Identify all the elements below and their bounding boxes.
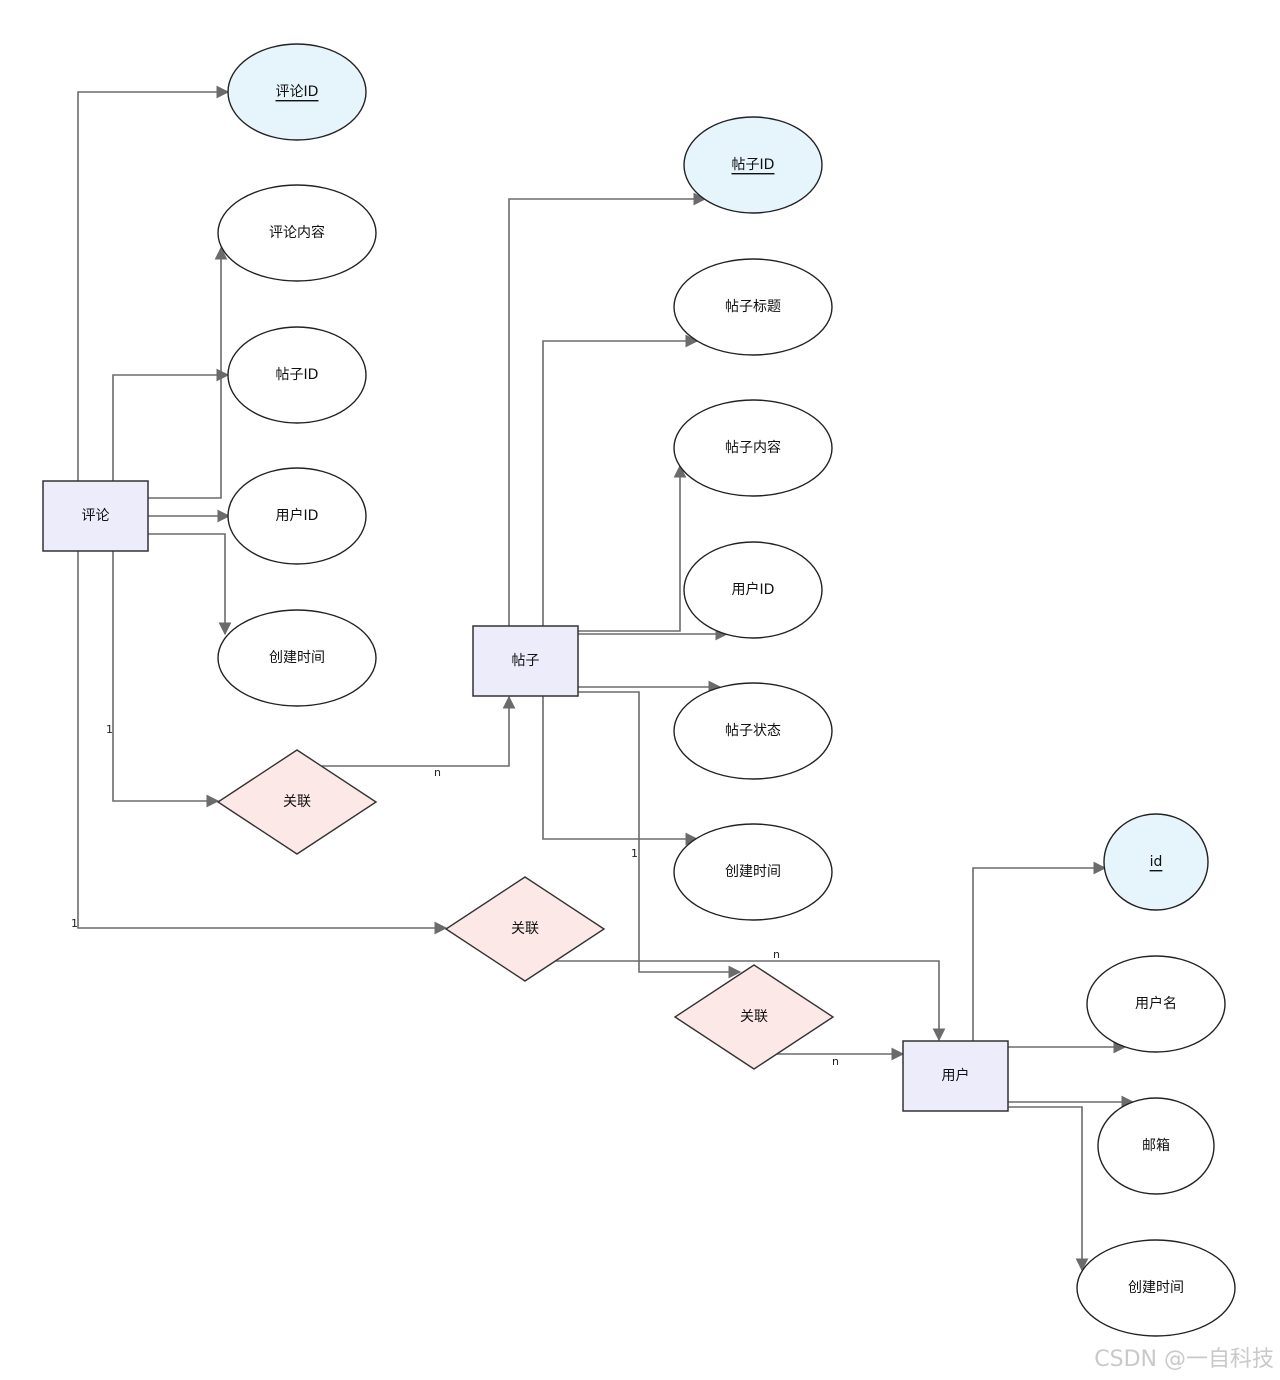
edge-post-to-rel-post-user <box>578 691 742 979</box>
attr-user-created-at-label: 创建时间 <box>1128 1280 1184 1296</box>
edge-comment-to-comment-id <box>77 85 230 481</box>
edge-post-to-created-at <box>542 696 699 846</box>
attr-user-email <box>1097 1097 1215 1195</box>
entity-user-box <box>902 1040 1009 1112</box>
attr-post-created-at-label: 创建时间 <box>725 864 781 880</box>
edge-comment-to-created-at <box>148 533 232 636</box>
attr-comment-id-label: 评论ID <box>276 84 319 100</box>
rel-post-user-label: 关联 <box>740 1009 768 1025</box>
attr-comment-post-id <box>227 326 367 424</box>
attr-post-status <box>673 682 833 780</box>
rel-comment-user <box>444 876 606 982</box>
attr-user-username-label: 用户名 <box>1135 995 1177 1012</box>
edge-post-to-post-id <box>508 192 707 626</box>
attr-comment-content-label: 评论内容 <box>269 224 325 241</box>
rel-comment-post-label: 关联 <box>283 794 311 810</box>
attr-comment-user-id-label: 用户ID <box>276 507 319 524</box>
watermark-text: CSDN @一自科技 <box>1094 1347 1274 1372</box>
entity-post-label: 帖子 <box>512 653 540 669</box>
edge-comment-to-rel-comment-user <box>77 551 448 935</box>
edge-post-to-title <box>542 334 699 626</box>
attr-post-id <box>683 116 823 214</box>
attr-post-user-id-label: 用户ID <box>732 581 775 598</box>
attr-comment-id <box>227 43 367 141</box>
entity-comment-box <box>42 480 149 552</box>
attr-post-user-id <box>683 541 823 639</box>
attr-post-content <box>673 399 833 497</box>
edge-post-to-content <box>578 464 687 632</box>
card-comment-post-many: n <box>434 766 441 779</box>
entity-post-box <box>472 625 579 697</box>
edge-comment-to-rel-comment-post <box>112 551 220 808</box>
attr-post-created-at <box>673 823 833 921</box>
card-post-user-many: n <box>832 1055 839 1068</box>
rel-comment-post <box>216 749 378 855</box>
edge-comment-to-post-id <box>112 368 230 481</box>
attr-comment-content <box>217 184 377 282</box>
card-comment-user-many: n <box>773 948 780 961</box>
entity-user-label: 用户 <box>942 1067 970 1084</box>
edge-user-to-id <box>972 861 1107 1041</box>
attr-comment-user-id <box>227 467 367 565</box>
entity-comment-label: 评论 <box>82 508 110 524</box>
attr-user-created-at <box>1076 1239 1236 1337</box>
rel-comment-user-label: 关联 <box>511 921 539 937</box>
attr-post-status-label: 帖子状态 <box>725 723 781 739</box>
attr-post-content-label: 帖子内容 <box>725 439 781 456</box>
attr-post-title <box>673 258 833 356</box>
edge-user-to-created-at <box>1008 1106 1089 1272</box>
attr-comment-created-at <box>217 609 377 707</box>
attr-post-title-label: 帖子标题 <box>725 299 781 315</box>
attr-user-id <box>1103 813 1209 911</box>
attr-post-id-label: 帖子ID <box>732 157 775 173</box>
attr-user-username <box>1086 955 1226 1053</box>
edge-rel-comment-post-to-post <box>322 695 516 767</box>
attr-user-id-label: id <box>1150 854 1163 870</box>
attr-comment-post-id-label: 帖子ID <box>276 367 319 383</box>
rel-post-user <box>673 964 835 1070</box>
card-comment-post-one: 1 <box>106 723 113 736</box>
attr-comment-created-at-label: 创建时间 <box>269 650 325 666</box>
card-post-user-one: 1 <box>631 847 638 860</box>
edge-comment-to-comment-content <box>148 246 228 499</box>
attr-user-email-label: 邮箱 <box>1142 1138 1170 1154</box>
edge-rel-comment-user-to-user <box>556 960 946 1042</box>
card-comment-user-one: 1 <box>71 917 78 930</box>
